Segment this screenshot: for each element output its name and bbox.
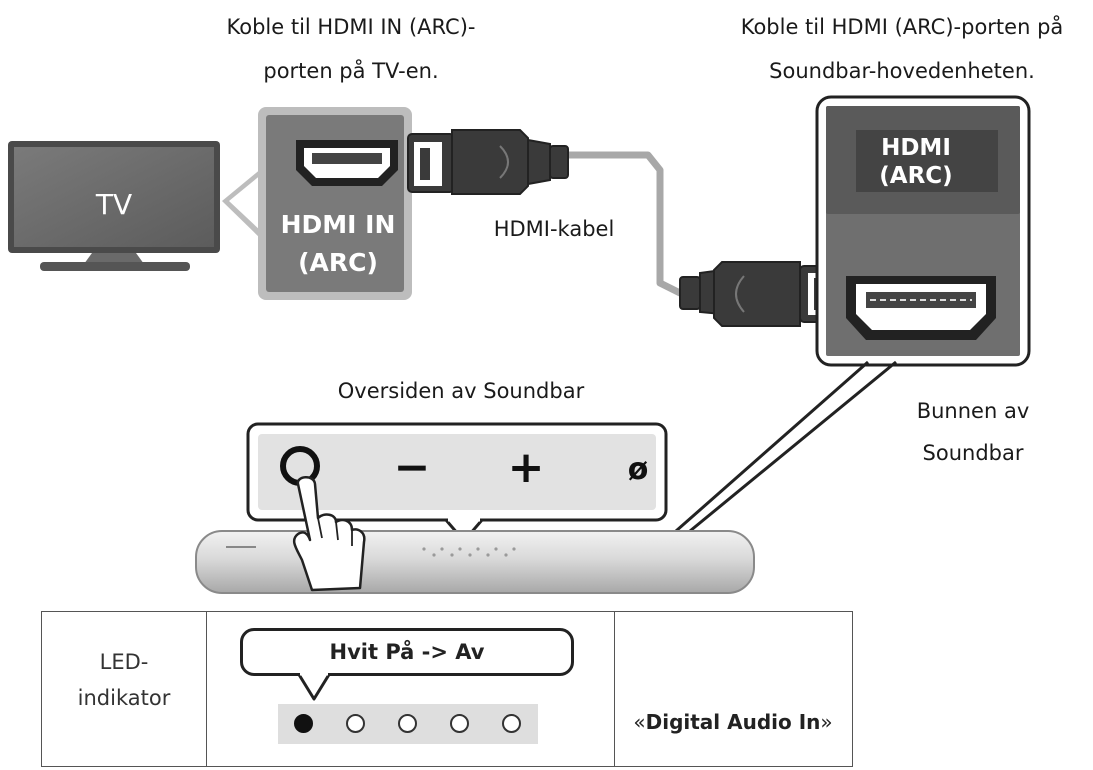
led-status-cell: Hvit På -> Av bbox=[206, 612, 615, 766]
led-dot bbox=[450, 714, 469, 733]
led-status-bubble: Hvit På -> Av bbox=[240, 628, 574, 676]
bottom-view-label-line2: Soundbar bbox=[922, 441, 1024, 465]
volume-up-button[interactable]: + bbox=[508, 442, 545, 493]
led-label-line2: indikator bbox=[77, 686, 171, 710]
led-strip bbox=[278, 704, 538, 744]
mode-name: Digital Audio In bbox=[645, 710, 821, 734]
led-bubble-pointer bbox=[296, 673, 332, 701]
soundbar-port-caption-line1: Koble til HDMI (ARC)-porten på bbox=[740, 15, 1064, 39]
soundbar-top-panel bbox=[246, 422, 668, 544]
led-dot bbox=[398, 714, 417, 733]
bottom-view-label-line1: Bunnen av bbox=[916, 399, 1030, 423]
mode-cell: «Digital Audio In» bbox=[614, 612, 852, 766]
soundbar-port-label-line1: HDMI bbox=[881, 135, 951, 161]
tv-port-caption-line1: Koble til HDMI IN (ARC)- bbox=[226, 15, 476, 39]
led-dot bbox=[346, 714, 365, 733]
mic-mute-button[interactable]: ø bbox=[628, 452, 649, 487]
bottom-callout-line-right bbox=[689, 360, 897, 533]
tv-label: TV bbox=[95, 188, 132, 221]
tv-port-label-line1: HDMI IN bbox=[281, 210, 396, 239]
mode-close-quote: » bbox=[820, 710, 833, 734]
mode-text: «Digital Audio In» bbox=[614, 710, 852, 734]
led-dot-lit bbox=[294, 714, 313, 733]
led-label-cell: LED- indikator bbox=[42, 612, 207, 766]
soundbar-port-label-line2: (ARC) bbox=[879, 163, 952, 189]
tv-port-label-line2: (ARC) bbox=[298, 248, 378, 277]
tv-hdmi-socket-icon bbox=[296, 140, 398, 186]
led-label-line1: LED- bbox=[99, 650, 149, 674]
mode-open-quote: « bbox=[633, 710, 646, 734]
soundbar-icon bbox=[195, 530, 755, 594]
hdmi-plug-tv-side-icon bbox=[407, 129, 569, 195]
tv-port-caption-line2: porten på TV-en. bbox=[263, 59, 439, 83]
tv-icon bbox=[8, 141, 220, 271]
top-view-label: Oversiden av Soundbar bbox=[337, 379, 585, 403]
hdmi-cable-label: HDMI-kabel bbox=[493, 217, 615, 241]
soundbar-hdmi-socket-icon bbox=[846, 276, 996, 340]
volume-down-button[interactable]: − bbox=[394, 442, 431, 493]
led-dot bbox=[502, 714, 521, 733]
pressing-hand-icon bbox=[292, 476, 366, 592]
hdmi-plug-soundbar-side-icon bbox=[679, 261, 837, 327]
bottom-callout-line-left bbox=[675, 360, 869, 533]
led-indicator-table: LED- indikator Hvit På -> Av «Digital Au… bbox=[41, 611, 853, 767]
soundbar-port-caption-line2: Soundbar-hovedenheten. bbox=[769, 59, 1035, 83]
